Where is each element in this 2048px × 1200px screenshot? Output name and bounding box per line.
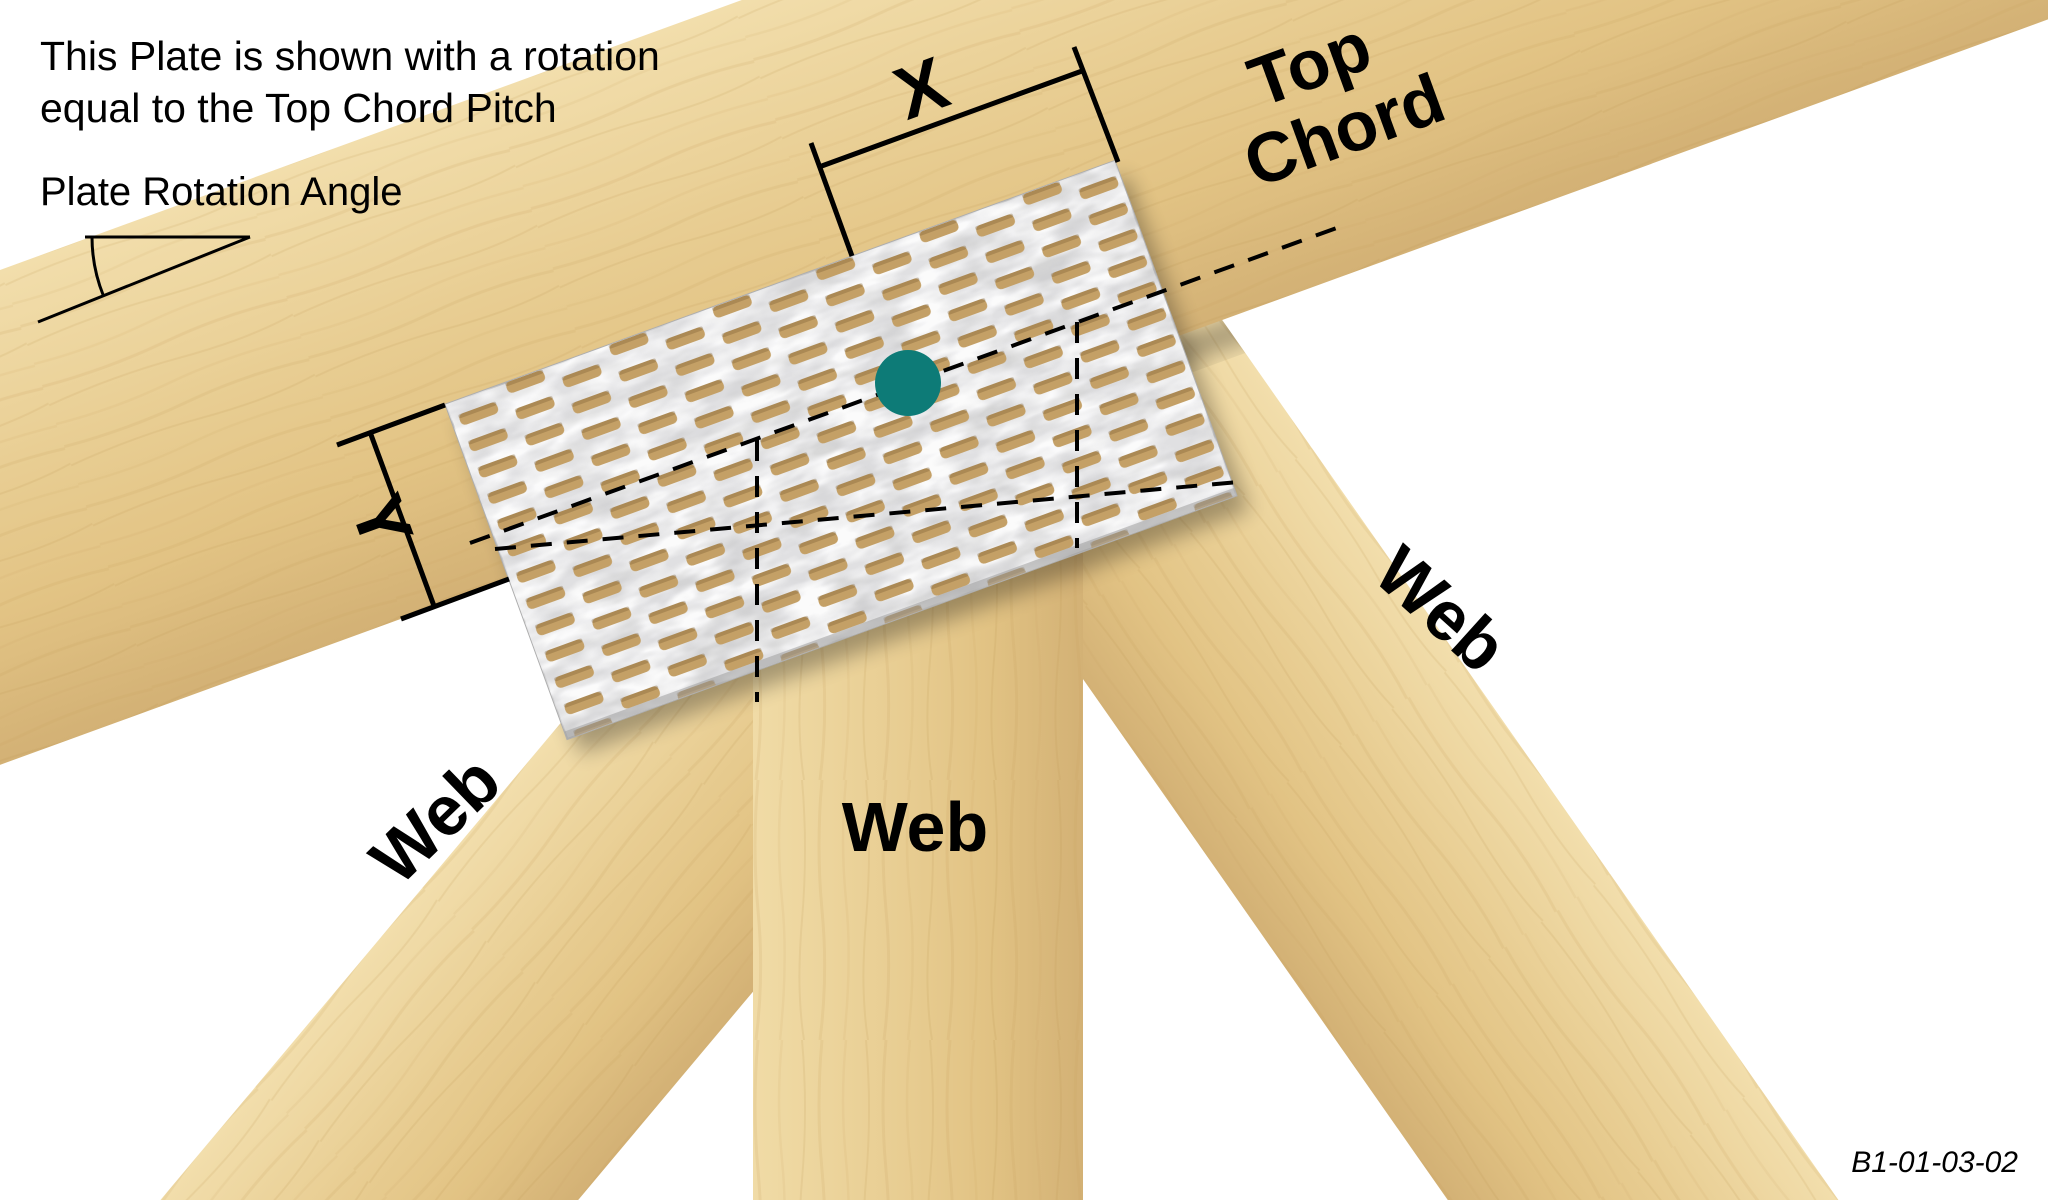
top-chord-beam	[0, 0, 2048, 844]
top-chord-grain	[0, 0, 2048, 844]
dimension-x-tick-left	[808, 142, 855, 257]
dashed-reference-lines	[469, 224, 1343, 702]
dimension-x	[808, 46, 1121, 257]
reference-number: B1-01-03-02	[1851, 1146, 2018, 1179]
angle-arc	[90, 236, 105, 297]
plate-bottom-edge	[564, 487, 1237, 740]
title-line2: equal to the Top Chord Pitch	[40, 85, 557, 131]
connector-plate	[444, 159, 1238, 741]
dimension-y-tick-bottom	[400, 576, 510, 622]
plate-axis-dashed-line	[469, 224, 1343, 545]
title-line1: This Plate is shown with a rotation	[40, 33, 660, 79]
plate-slots	[445, 160, 1237, 740]
joint-center-dot	[875, 350, 941, 416]
dimension-y-line	[367, 431, 437, 607]
joint-lower-dashed-line	[494, 480, 1239, 551]
plate-rotation-angle-figure	[37, 235, 251, 324]
plate-rotation-angle-label: Plate Rotation Angle	[40, 170, 402, 214]
dimension-x-tick-right	[1071, 46, 1121, 163]
dimension-y	[336, 402, 510, 622]
dimension-x-line	[818, 68, 1083, 170]
web-middle-label: Web	[842, 788, 989, 866]
angle-pitch-line	[37, 235, 251, 324]
dimension-y-tick-top	[336, 402, 446, 448]
